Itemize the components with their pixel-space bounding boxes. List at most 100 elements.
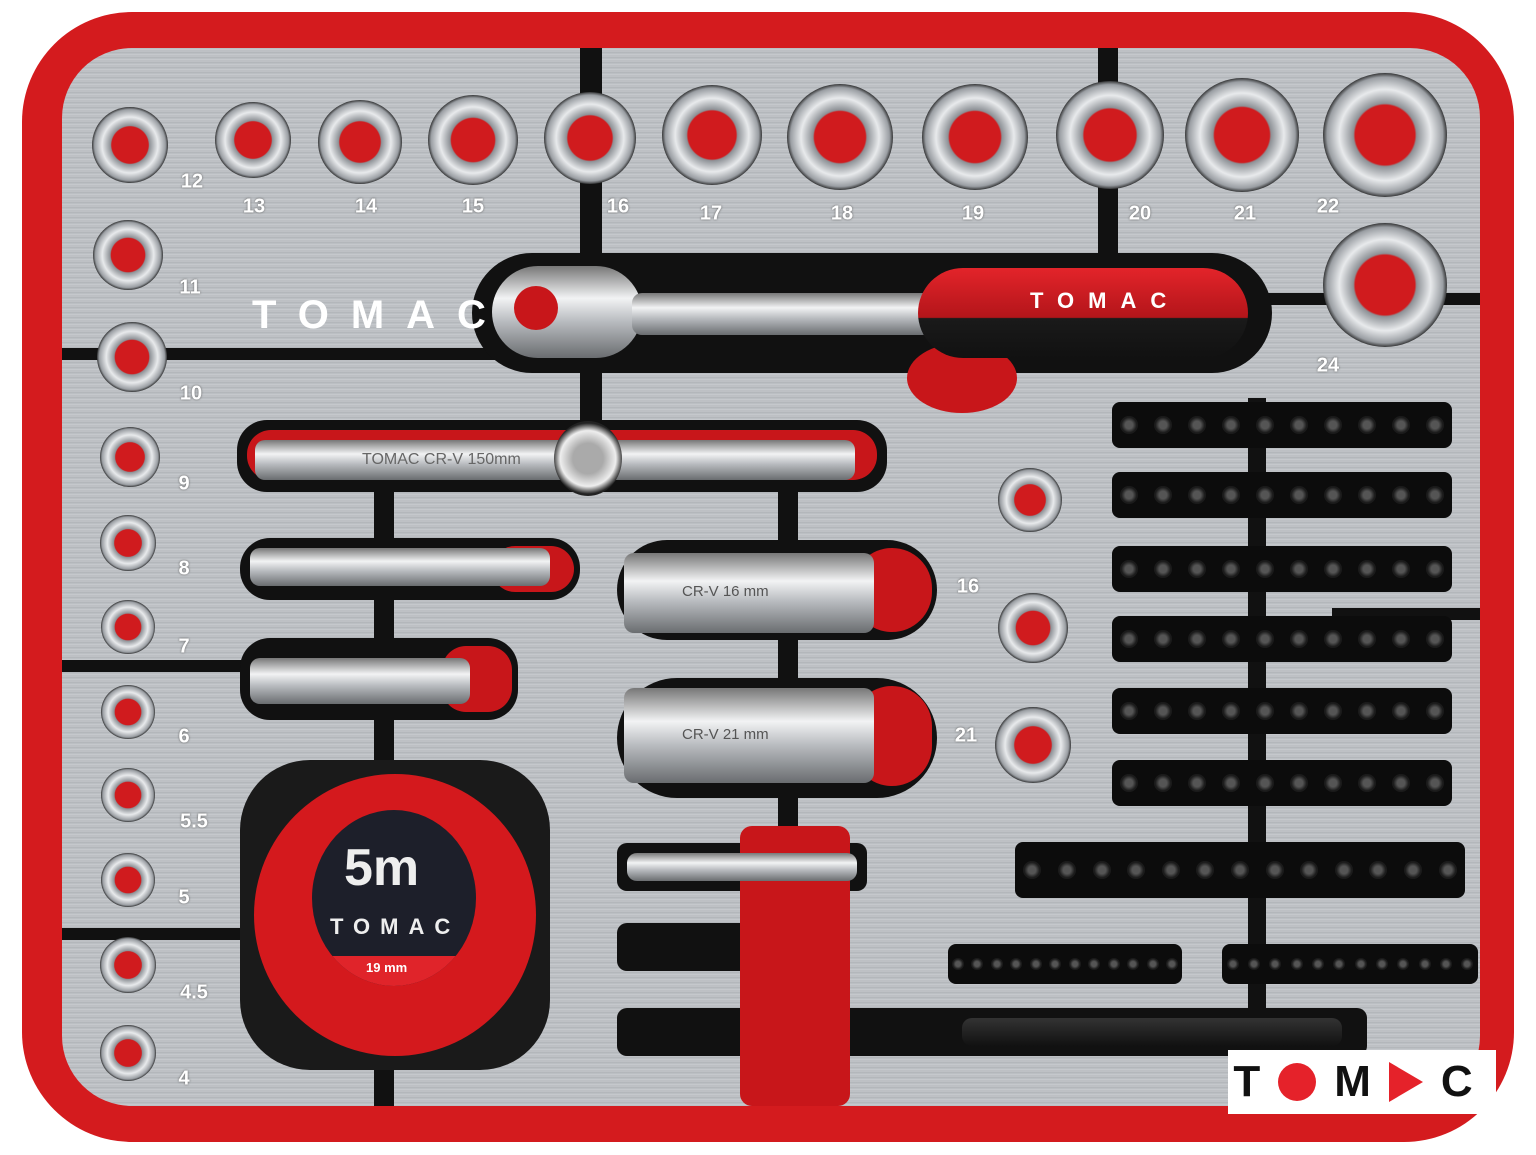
screwdriver-bit — [1230, 861, 1249, 879]
extension-marking: TOMAC CR-V 150mm — [362, 451, 521, 468]
screwdriver-bit — [1358, 774, 1376, 792]
screwdriver-bit — [1392, 416, 1410, 434]
screwdriver-bit — [1256, 416, 1274, 434]
screwdriver-bit — [1188, 416, 1206, 434]
deep-socket-marking-16: CR-V 16 mm — [682, 583, 769, 600]
screwdriver-bit — [1426, 630, 1444, 648]
socket-16-label: 16 — [606, 195, 630, 218]
screwdriver-bit — [1265, 861, 1284, 879]
screwdriver-bit — [1154, 416, 1172, 434]
screwdriver-bit — [1256, 486, 1274, 504]
screwdriver-bit — [1120, 630, 1138, 648]
screwdriver-bit — [1092, 861, 1111, 879]
screwdriver-bit — [1166, 958, 1179, 970]
screwdriver-bit — [1300, 861, 1319, 879]
socket-7 — [101, 600, 155, 654]
screwdriver-bit — [1161, 861, 1180, 879]
screwdriver-bit — [1154, 486, 1172, 504]
screwdriver-bit — [1418, 958, 1431, 970]
screwdriver-bit — [1392, 486, 1410, 504]
screwdriver-bit — [1461, 958, 1474, 970]
socket-16 — [544, 92, 636, 184]
screwdriver-bit — [1107, 958, 1120, 970]
screwdriver-bit — [1311, 958, 1324, 970]
tray-logo: TOMAC — [252, 293, 508, 337]
socket-19-label: 19 — [961, 202, 985, 225]
screwdriver-bit — [1334, 861, 1353, 879]
bit-row — [1112, 760, 1452, 806]
socket-9 — [100, 427, 160, 487]
screwdriver-bit — [1438, 861, 1457, 879]
bit-row — [1015, 842, 1465, 898]
screwdriver-bit — [1120, 560, 1138, 578]
socket-12 — [92, 107, 168, 183]
screwdriver-bit — [1256, 560, 1274, 578]
socket-18 — [787, 84, 893, 190]
screwdriver-bit — [1375, 958, 1388, 970]
screwdriver-bit — [1358, 560, 1376, 578]
screwdriver-bit — [1324, 416, 1342, 434]
screwdriver-bit — [1256, 774, 1274, 792]
socket-9-label: 9 — [178, 472, 190, 495]
socket-6-label: 6 — [178, 725, 190, 748]
socket-5.5 — [101, 768, 155, 822]
socket-20 — [1056, 81, 1164, 189]
socket-22-label: 22 — [1316, 195, 1340, 218]
socket-24 — [1323, 223, 1447, 347]
screwdriver-bit — [1226, 958, 1239, 970]
tape-width: 19 mm — [366, 960, 408, 975]
screwdriver-bit — [1188, 702, 1206, 720]
screwdriver-bit — [1029, 958, 1042, 970]
socket-11-label: 11 — [179, 276, 201, 299]
screwdriver-bit — [1120, 774, 1138, 792]
bit-row — [1112, 616, 1452, 662]
socket-20-label: 20 — [1128, 202, 1152, 225]
screwdriver-bit — [1439, 958, 1452, 970]
screwdriver-bit — [1196, 861, 1215, 879]
screwdriver-bit — [1397, 958, 1410, 970]
screwdriver-bit — [1290, 486, 1308, 504]
socket-24-label: 24 — [1316, 354, 1340, 377]
socket-12-label: 12 — [180, 170, 204, 193]
screwdriver-bit — [1269, 958, 1282, 970]
screwdriver-bit — [1333, 958, 1346, 970]
screwdriver-bit — [1324, 702, 1342, 720]
socket-14-label: 14 — [354, 195, 378, 218]
screwdriver-bit — [1426, 486, 1444, 504]
screwdriver-bit — [1392, 630, 1410, 648]
screwdriver-bit — [1324, 486, 1342, 504]
tape-length: 5m — [344, 839, 420, 897]
screwdriver-bit — [1222, 486, 1240, 504]
screwdriver-bit — [951, 958, 964, 970]
screwdriver-bit — [1088, 958, 1101, 970]
socket-21-label: 21 — [1233, 202, 1257, 225]
socket-21 — [1185, 78, 1299, 192]
screwdriver-bit — [1127, 861, 1146, 879]
socket-11 — [93, 220, 163, 290]
screwdriver-bit — [1222, 630, 1240, 648]
screwdriver-bit — [990, 958, 1003, 970]
screwdriver-bit — [1188, 560, 1206, 578]
socket-5.5-label: 5.5 — [180, 810, 208, 833]
screwdriver-bit — [1154, 702, 1172, 720]
screwdriver-bit — [971, 958, 984, 970]
screwdriver-bit — [1188, 774, 1206, 792]
screwdriver-bit — [1256, 630, 1274, 648]
screwdriver-bit — [1068, 958, 1081, 970]
bit-row — [948, 944, 1182, 984]
screwdriver-bit — [1426, 702, 1444, 720]
screwdriver-bit — [1057, 861, 1076, 879]
socket-8-label: 8 — [178, 557, 190, 580]
screwdriver-bit — [1358, 630, 1376, 648]
screwdriver-bit — [1256, 702, 1274, 720]
screwdriver-bit — [1120, 486, 1138, 504]
screwdriver-bit — [1049, 958, 1062, 970]
screwdriver-bit — [1324, 630, 1342, 648]
socket-17-label: 17 — [699, 202, 723, 225]
socket-13-label: 13 — [242, 195, 266, 218]
screwdriver-bit — [1324, 774, 1342, 792]
screwdriver-bit — [1426, 416, 1444, 434]
socket-13 — [215, 102, 291, 178]
socket-5-label: 5 — [178, 886, 190, 909]
